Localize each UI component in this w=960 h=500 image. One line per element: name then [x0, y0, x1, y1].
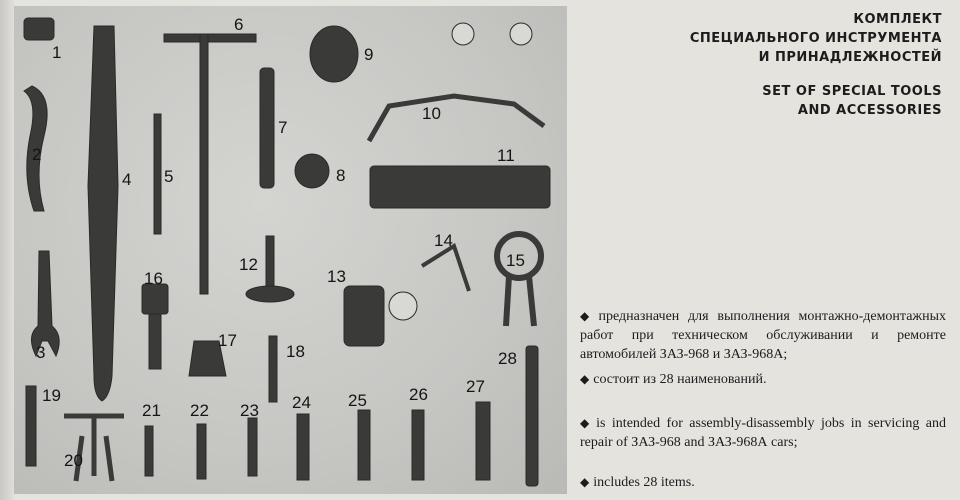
tool-number: 17: [218, 331, 237, 350]
tool-number: 25: [348, 391, 367, 410]
tool-8-shape: [294, 153, 330, 189]
bullet-en-purpose: ◆is intended for assembly-disassembly jo…: [580, 414, 946, 452]
bullet-text: состоит из 28 наименований.: [593, 372, 767, 387]
bullet-text: is intended for assembly-disassembly job…: [580, 416, 946, 450]
tools-illustration: [23, 17, 551, 487]
tool-1-shape: [23, 17, 55, 41]
bullet-ru-purpose: ◆предназначен для выполнения монтажно-де…: [580, 307, 946, 364]
title-ru-line: СПЕЦИАЛЬНОГО ИНСТРУМЕНТА: [689, 31, 942, 46]
tool-6-shape: [163, 33, 257, 43]
tool-22-shape: [196, 423, 207, 480]
tool-number: 26: [409, 385, 428, 404]
tool-15-shape: [494, 231, 544, 281]
tool-7-shape: [259, 67, 275, 189]
tool-number: 20: [64, 451, 83, 470]
tool-9-shape: [309, 25, 359, 83]
tool-26-shape: [411, 409, 425, 481]
tool-27-shape: [475, 401, 491, 481]
diamond-bullet-icon: ◆: [580, 475, 590, 489]
title-en-line: SET OF SPECIAL TOOLS: [762, 84, 942, 99]
tool-10-shape: [366, 93, 546, 143]
tool-number: 2: [32, 145, 42, 164]
tool-16-stem-shape: [148, 313, 162, 370]
tool-21-shape: [144, 425, 154, 477]
tool-number: 11: [497, 146, 515, 165]
title-russian: КОМПЛЕКТ СПЕЦИАЛЬНОГО ИНСТРУМЕНТА И ПРИН…: [642, 10, 942, 67]
tool-number: 21: [142, 401, 161, 420]
tool-number: 6: [234, 15, 244, 34]
tool-15-legs-shape: [503, 275, 537, 327]
tool-number: 12: [239, 255, 258, 274]
tool-5-shape: [153, 113, 162, 235]
bullet-ru-count: ◆состоит из 28 наименований.: [580, 370, 946, 389]
tool-number: 27: [466, 377, 485, 396]
title-en-line: AND ACCESSORIES: [797, 103, 942, 118]
tool-13-gauge-shape: [388, 291, 418, 321]
tool-13-shape: [343, 285, 385, 347]
tool-number: 3: [36, 343, 46, 362]
title-english: SET OF SPECIAL TOOLS AND ACCESSORIES: [642, 82, 942, 120]
tool-number: 13: [327, 267, 346, 286]
gauge-right-shape: [509, 22, 533, 46]
page-binding-edge: [0, 0, 14, 500]
diamond-bullet-icon: ◆: [580, 372, 590, 386]
tool-12-base-shape: [245, 285, 295, 303]
gauge-left-shape: [451, 22, 475, 46]
tool-number: 23: [240, 401, 259, 420]
tools-photo: 1 2 3 4 5 6 7 8 9 10 11 12 13 14 15 16 1…: [14, 6, 567, 494]
tool-number: 16: [144, 269, 163, 288]
tool-3-shape: [31, 250, 60, 358]
bullet-en-count: ◆includes 28 items.: [580, 473, 946, 492]
tool-number: 24: [292, 393, 311, 412]
tool-number: 15: [506, 251, 525, 270]
diamond-bullet-icon: ◆: [580, 309, 595, 323]
tool-20-shape: [64, 413, 124, 482]
title-ru-line: КОМПЛЕКТ: [853, 12, 942, 27]
tool-number: 14: [434, 231, 453, 250]
tool-17-shape: [188, 340, 227, 377]
title-ru-line: И ПРИНАДЛЕЖНОСТЕЙ: [758, 50, 942, 65]
tool-4-shape: [87, 25, 119, 402]
tool-number: 22: [190, 401, 209, 420]
tool-number: 28: [498, 349, 517, 368]
tool-16-shape: [141, 283, 169, 315]
tool-24-shape: [296, 413, 310, 481]
bullet-text: includes 28 items.: [593, 475, 695, 490]
tool-number: 1: [52, 43, 62, 62]
tool-28-shape: [525, 345, 539, 487]
tool-number: 9: [364, 45, 374, 64]
tool-number: 19: [42, 386, 61, 405]
bullet-text: предназначен для выполнения монтажно-дем…: [580, 309, 946, 362]
tool-6-shaft-shape: [199, 33, 209, 295]
tool-number: 10: [422, 104, 441, 123]
tool-25-shape: [357, 409, 371, 481]
tool-18-shape: [268, 335, 278, 403]
tool-11-shape: [369, 165, 551, 209]
tool-19-shape: [25, 385, 37, 467]
tool-number: 18: [286, 342, 305, 361]
tool-number: 4: [122, 170, 132, 189]
diamond-bullet-icon: ◆: [580, 416, 593, 430]
tool-number: 7: [278, 118, 288, 137]
tool-14-shape: [420, 242, 471, 292]
tool-12-shape: [265, 235, 275, 287]
tool-number: 5: [164, 167, 174, 186]
tool-2-shape: [23, 85, 48, 212]
tool-number: 8: [336, 166, 346, 185]
tool-23-shape: [247, 417, 258, 477]
